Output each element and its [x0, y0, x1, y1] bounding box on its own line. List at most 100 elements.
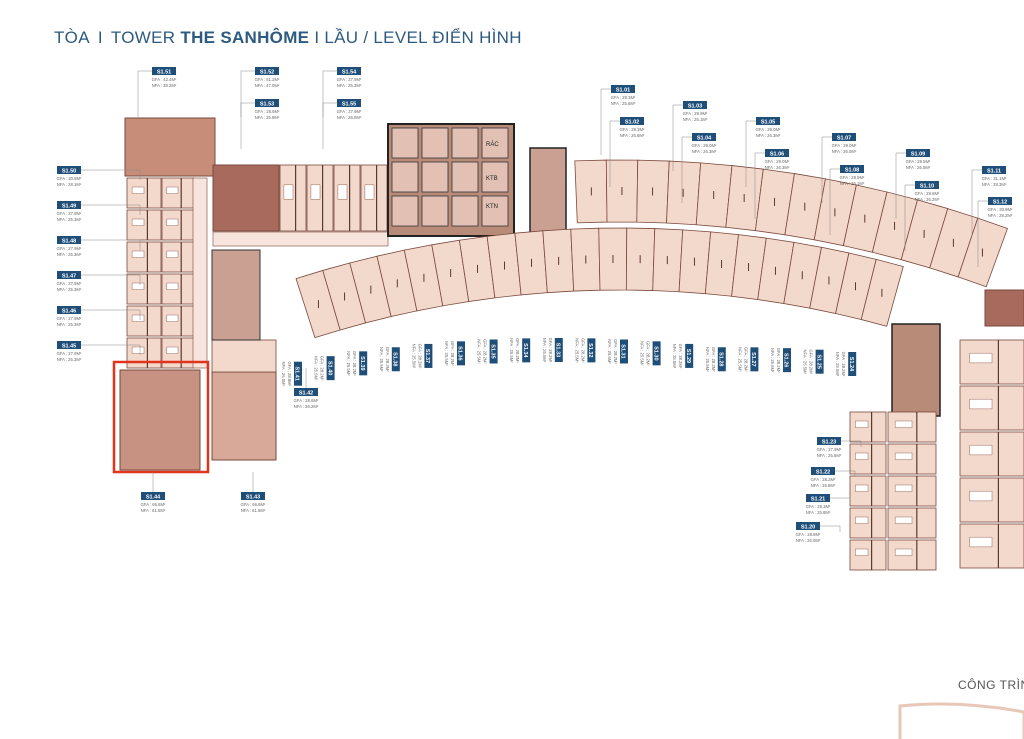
leader-line	[971, 169, 982, 236]
unit-lr-c-4	[959, 523, 1024, 569]
label-s1-43-gfa: GFA : 66.6M²	[241, 502, 266, 507]
unit-lr-b-3	[887, 507, 937, 539]
label-s1-36-gfa: GFA : 28.2M²	[450, 341, 455, 366]
label-s1-23-badge	[817, 437, 841, 445]
label-s1-54-code: S1.54	[342, 69, 357, 75]
unit-lr-a-2	[849, 475, 887, 507]
leader-line	[821, 136, 832, 203]
label-s1-26-code: S1.26	[783, 353, 789, 367]
label-s1-08-code: S1.08	[845, 167, 859, 173]
label-s1-04-nfa: NFA : 26.3M²	[692, 149, 717, 154]
label-s1-23-code: S1.23	[822, 439, 836, 445]
label-s1-50-code: S1.50	[62, 168, 76, 174]
label-s1-21-gfa: GFA : 28.3M²	[806, 504, 831, 509]
label-s1-47-nfa: NFA : 25.3M²	[57, 287, 82, 292]
leader-line	[745, 120, 756, 187]
leader-line	[904, 184, 915, 251]
unit-s1-52	[212, 164, 280, 232]
label-s1-38-code: S1.38	[391, 352, 397, 366]
label-s1-39-gfa: GFA : 28.2M²	[352, 351, 357, 376]
core-cell	[391, 195, 419, 227]
leader-line	[81, 344, 141, 355]
unit-left-b-0	[161, 177, 195, 209]
label-s1-52-gfa: GFA : 51.2M²	[255, 77, 280, 82]
label-s1-05-nfa: NFA : 26.3M²	[756, 133, 781, 138]
label-s1-42-gfa: GFA : 28.6M²	[294, 398, 319, 403]
title-part1: TÒA	[54, 28, 90, 47]
label-s1-09-gfa: GFA : 29.5M²	[906, 159, 931, 164]
label-s1-41-nfa: NFA : 26.0M²	[281, 361, 286, 386]
unit-left-b-1	[161, 209, 195, 241]
label-s1-01-nfa: NFA : 25.6M²	[611, 101, 636, 106]
label-s1-44-badge	[141, 492, 165, 500]
label-s1-54-gfa: GFA : 27.9M²	[337, 77, 362, 82]
label-s1-30-code: S1.30	[652, 346, 658, 360]
label-s1-54-nfa: NFA : 25.3M²	[337, 83, 362, 88]
label-s1-39-nfa: NFA : 25.5M²	[346, 351, 351, 376]
label-s1-03-badge	[683, 101, 707, 109]
unit-left-a-0	[126, 177, 162, 209]
left-corridor	[192, 177, 208, 369]
unit-s1-51	[124, 117, 216, 177]
label-s1-29-badge	[685, 343, 694, 368]
label-s1-36-nfa: NFA : 25.5M²	[444, 341, 449, 366]
label-s1-04-code: S1.04	[697, 135, 712, 141]
label-s1-37-nfa: NFA : 25.5M²	[411, 344, 416, 369]
leader-line	[830, 497, 851, 504]
label-s1-06-nfa: NFA : 26.3M²	[765, 165, 790, 170]
label-s1-38-badge	[391, 347, 400, 372]
core-cell	[391, 161, 419, 193]
label-s1-12-nfa: NFA : 28.2M²	[988, 213, 1013, 218]
leader-line	[681, 136, 692, 203]
label-s1-05-badge	[756, 117, 780, 125]
label-s1-08-nfa: NFA : 26.1M²	[840, 181, 865, 186]
unit-left-a-2	[126, 241, 162, 273]
label-s1-09-code: S1.09	[911, 151, 925, 157]
label-s1-08-badge	[840, 165, 864, 173]
label-s1-49-code: S1.49	[62, 203, 76, 209]
label-s1-37-badge	[424, 343, 433, 368]
unit-s1-43	[211, 371, 277, 461]
label-s1-49-nfa: NFA : 25.3M²	[57, 217, 82, 222]
label-s1-31-nfa: NFA : 25.5M²	[607, 339, 612, 364]
unit-left-a-3	[126, 273, 162, 305]
label-s1-25-code: S1.25	[815, 355, 821, 369]
label-s1-29-code: S1.29	[685, 349, 691, 363]
core-label-rac: RÁC	[486, 141, 499, 148]
unit-lr-a-3	[849, 507, 887, 539]
leader-lines	[81, 70, 988, 532]
core-cell	[421, 161, 449, 193]
label-s1-50-badge	[57, 166, 81, 174]
label-s1-28-gfa: GFA : 28.2M²	[711, 347, 716, 372]
title-part4: I LẦU / LEVEL ĐIỂN HÌNH	[314, 28, 522, 47]
label-s1-28-code: S1.28	[718, 352, 724, 366]
label-s1-46-badge	[57, 306, 81, 314]
unit-lr-a-1	[849, 443, 887, 475]
label-s1-20-badge	[796, 522, 820, 530]
label-s1-11-nfa: NFA : 28.3M²	[982, 182, 1007, 187]
label-s1-36-code: S1.36	[457, 346, 463, 360]
stair-core	[529, 147, 567, 237]
label-s1-26-badge	[783, 348, 791, 373]
label-s1-37-code: S1.37	[424, 349, 430, 363]
label-s1-10-nfa: NFA : 26.2M²	[915, 197, 940, 202]
label-s1-46-nfa: NFA : 25.3M²	[57, 322, 82, 327]
core-cell	[451, 161, 479, 193]
